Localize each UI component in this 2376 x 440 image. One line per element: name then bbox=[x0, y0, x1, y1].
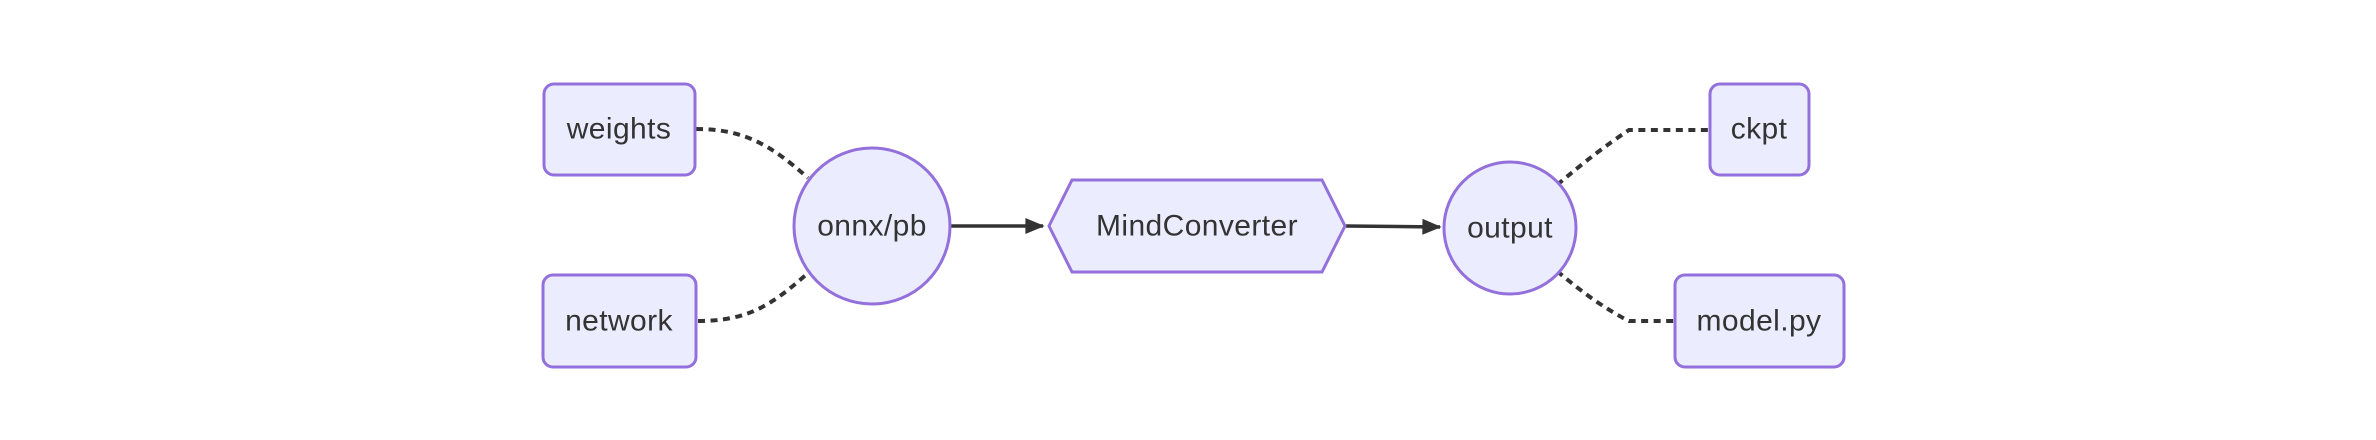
edge-weights-to-onnxpb bbox=[695, 127, 810, 180]
node-modelpy-label: model.py bbox=[1697, 305, 1822, 338]
node-onnxpb-label: onnx/pb bbox=[817, 210, 927, 243]
node-mindconverter-label: MindConverter bbox=[1096, 210, 1298, 243]
node-weights bbox=[542, 82, 697, 177]
node-modelpy bbox=[1673, 273, 1846, 369]
node-mindconverter bbox=[1047, 178, 1347, 274]
node-network-label: network bbox=[565, 305, 673, 338]
edge-network-to-onnxpb bbox=[697, 271, 810, 323]
edge-output-to-ckpt bbox=[1555, 128, 1710, 187]
node-network bbox=[541, 273, 698, 369]
node-output bbox=[1442, 160, 1578, 296]
node-output-label: output bbox=[1467, 212, 1553, 245]
edge-output-to-modelpy bbox=[1555, 269, 1675, 323]
node-ckpt-label: ckpt bbox=[1731, 113, 1788, 146]
node-weights-label: weights bbox=[566, 113, 672, 146]
node-onnxpb bbox=[792, 146, 952, 306]
edge-mindconverter-to-output bbox=[1345, 218, 1442, 235]
node-ckpt bbox=[1708, 82, 1811, 177]
